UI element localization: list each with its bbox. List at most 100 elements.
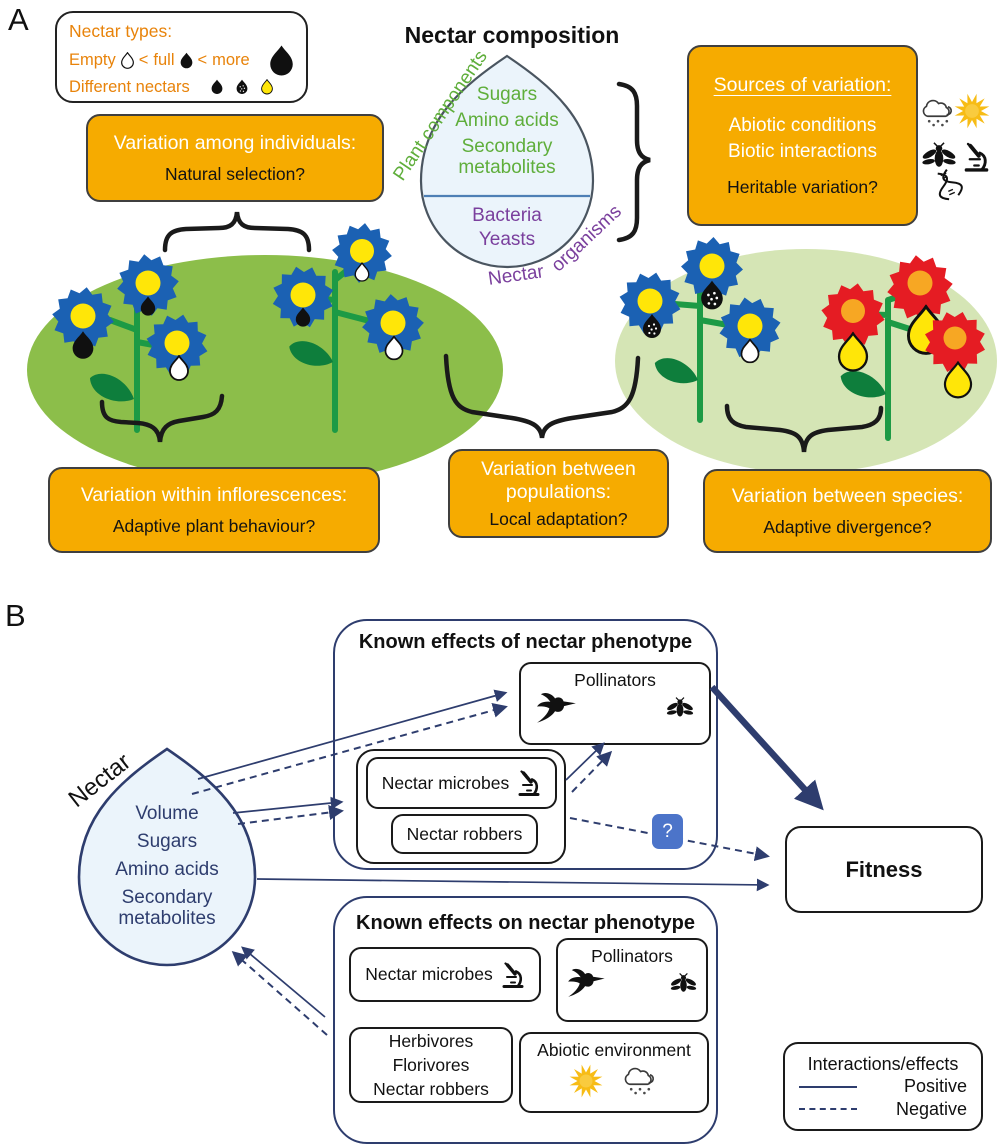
fitness-box: Fitness (785, 826, 983, 913)
nectar-robbers-label: Nectar robbers (406, 823, 523, 844)
droplet-organisms: Bacteria Yeasts (425, 205, 589, 250)
brace-among-individuals (162, 211, 312, 253)
rain-cloud-icon (922, 99, 953, 128)
volume-label: Volume (135, 803, 199, 824)
nectar-droplet-a (419, 54, 595, 269)
bee-icon (669, 972, 698, 992)
panel-a-label: A (8, 2, 29, 37)
flowers (52, 223, 985, 399)
brace-within-inflorescences (99, 393, 225, 443)
panel-b-label: B (5, 598, 26, 633)
droplet-b-contents: Volume Sugars Amino acids Secondary meta… (87, 803, 247, 929)
microscope-icon (964, 142, 989, 172)
bee-icon (920, 142, 958, 168)
herbivores-box: Herbivores Florivores Nectar robbers (349, 1027, 513, 1103)
positive-row: Positive (799, 1076, 967, 1097)
biotic-interactions-label: Biotic interactions (728, 140, 877, 162)
rain-cloud-icon (624, 1067, 655, 1095)
box-title: Variation between species: (731, 484, 964, 507)
herbivores-label: Herbivores (388, 1030, 474, 1051)
brace-between-species (724, 403, 884, 453)
brace-between-populations (443, 353, 641, 439)
legend-title: Nectar types: (69, 20, 173, 41)
amino-acids-label: Amino acids (115, 859, 219, 880)
variation-within-inflorescences-box: Variation within inflorescences: Adaptiv… (48, 467, 380, 553)
sources-of-variation-box: Sources of variation: Abiotic conditions… (687, 45, 918, 226)
left-population-ellipse (27, 255, 503, 485)
pollinators-label: Pollinators (591, 946, 673, 966)
dotted-droplet-icon (236, 79, 248, 95)
legend-different-label: Different nectars (69, 77, 190, 96)
positive-label: Positive (903, 1076, 967, 1096)
nectar-robbers-label: Nectar robbers (373, 1078, 489, 1099)
variation-between-populations-box: Variation between populations: Local ada… (448, 449, 669, 538)
legend-row-types: Different nectars (69, 79, 294, 96)
sources-side-icons (920, 93, 990, 203)
pollinators-label: Pollinators (574, 670, 656, 690)
plant-leaves (90, 341, 886, 402)
nectar-microbes-box-bottom: Nectar microbes (349, 947, 541, 1002)
sun-icon (954, 93, 990, 129)
sugars-label: Sugars (136, 831, 198, 852)
less-than: < (197, 51, 208, 69)
box-title: Variation within inflorescences: (80, 483, 348, 506)
nectar-microbes-label: Nectar microbes (365, 964, 493, 984)
hummingbird-icon (568, 968, 605, 997)
box-question: Local adaptation? (489, 508, 628, 529)
box-question: Adaptive plant behaviour? (112, 515, 316, 536)
nectar-robbers-box-top: Nectar robbers (391, 814, 538, 854)
question-badge: ? (652, 814, 683, 849)
bacteria-label: Bacteria (472, 205, 542, 226)
effects-of-title: Known effects of nectar phenotype (358, 631, 693, 653)
nectar-microbes-box-top: Nectar microbes (366, 757, 557, 809)
negative-label: Negative (895, 1098, 967, 1119)
figure-title: Nectar composition (404, 22, 620, 48)
pollinators-box-bottom: Pollinators (556, 938, 708, 1022)
nectar-droplet-b (77, 747, 257, 967)
microscope-icon (502, 961, 524, 988)
droplet-plant-components: Sugars Amino acids Secondary metabolites (425, 84, 589, 178)
box-title: Variation among individuals: (113, 131, 357, 154)
secondary-metabolites-label: Secondary metabolites (118, 887, 216, 929)
nectar-microbes-label: Nectar microbes (381, 772, 510, 793)
empty-droplet-icon (120, 51, 134, 69)
dna-icon (930, 165, 966, 203)
nectar-types-legend: Nectar types: Empty < full < more Differ… (55, 11, 308, 103)
full-droplet-icon (180, 52, 192, 69)
hummingbird-icon (537, 692, 576, 723)
solid-line-sample (799, 1085, 857, 1088)
florivores-label: Florivores (392, 1054, 470, 1075)
dashed-line-sample (799, 1108, 857, 1110)
legend-more-label: more (212, 51, 250, 69)
brace-to-sources (616, 81, 651, 243)
yellow-droplet-icon (260, 79, 273, 95)
abiotic-environment-label: Abiotic environment (537, 1040, 691, 1060)
legend-title: Interactions/effects (807, 1053, 959, 1074)
legend-full-label: full (153, 51, 175, 69)
large-droplet-icon (269, 45, 293, 76)
negative-row: Negative (799, 1099, 967, 1120)
legend-row-amount: Empty < full < more (69, 44, 294, 77)
abiotic-environment-box: Abiotic environment (519, 1032, 709, 1113)
black-droplet-icon (211, 79, 223, 95)
effects-on-title: Known effects on nectar phenotype (356, 912, 695, 934)
yeasts-label: Yeasts (478, 229, 536, 250)
legend-empty-label: Empty (69, 51, 116, 69)
box-question: Natural selection? (164, 163, 306, 184)
box-title: Sources of variation: (713, 73, 892, 96)
bee-icon (665, 696, 695, 718)
interactions-legend: Interactions/effects Positive Negative (783, 1042, 983, 1131)
pollinators-box-top: Pollinators (519, 662, 711, 745)
variation-between-species-box: Variation between species: Adaptive dive… (703, 469, 992, 553)
secondary-metabolites-label: Secondary metabolites (458, 136, 556, 178)
box-title: Variation between populations: (481, 457, 636, 503)
curly-braces (99, 81, 884, 453)
less-than: < (138, 51, 149, 69)
box-question: Adaptive divergence? (763, 516, 932, 537)
box-question: Heritable variation? (727, 176, 878, 197)
sun-icon (569, 1064, 603, 1098)
abiotic-conditions-label: Abiotic conditions (728, 114, 877, 136)
microscope-icon (518, 770, 540, 796)
